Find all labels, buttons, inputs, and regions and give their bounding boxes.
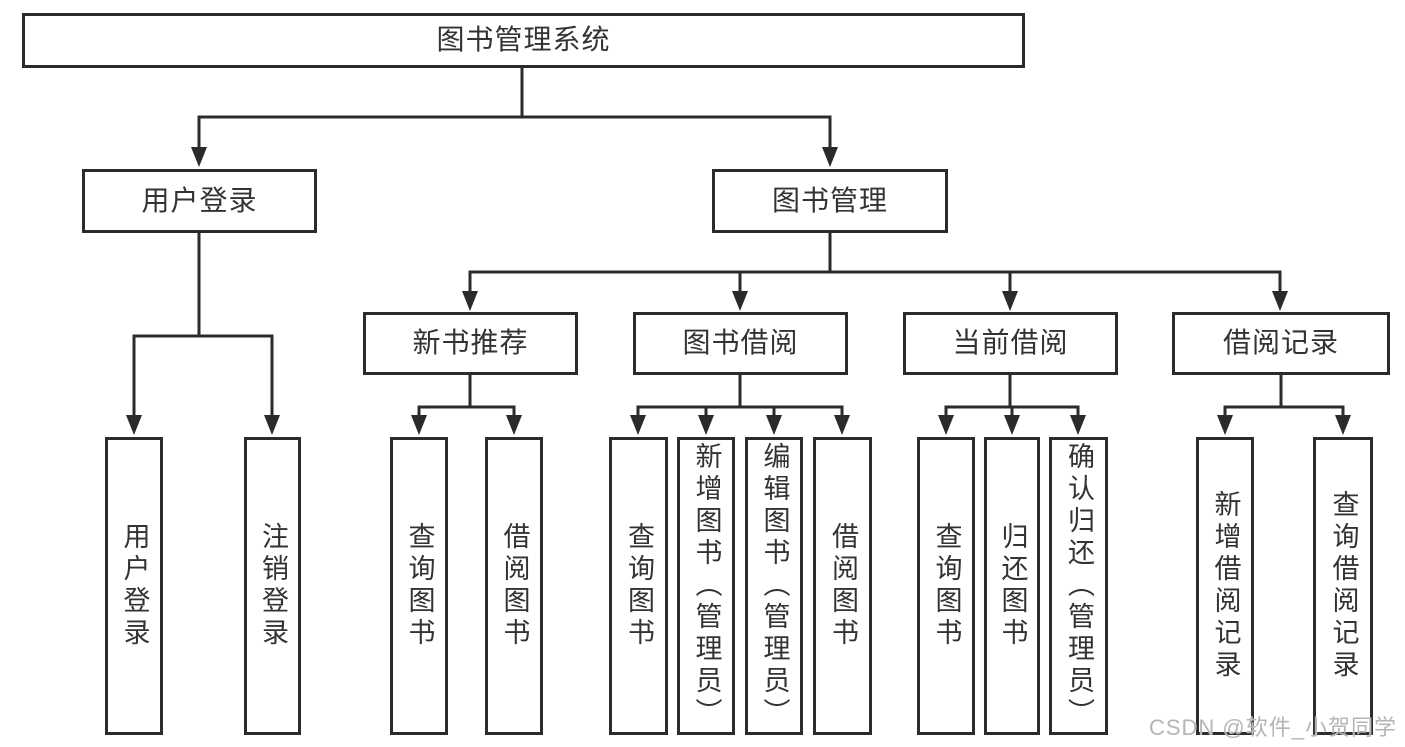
leaf-user-login-label: 用户登录 — [119, 522, 150, 650]
leaf-records-add-borrow-record: 新增借阅记录 — [1196, 437, 1254, 735]
leaf-borrowing-add-books-admin-label: 新增图书（管理员） — [691, 442, 722, 730]
node-book-management: 图书管理 — [712, 169, 948, 233]
leaf-newbook-query-books: 查询图书 — [390, 437, 448, 735]
leaf-current-query-books-label: 查询图书 — [931, 522, 962, 650]
leaf-records-query-borrow-record: 查询借阅记录 — [1313, 437, 1373, 735]
node-root-library-system: 图书管理系统 — [22, 13, 1025, 68]
leaf-current-return-books-label: 归还图书 — [997, 522, 1028, 650]
leaf-borrowing-query-books: 查询图书 — [609, 437, 668, 735]
node-new-book-recommend: 新书推荐 — [363, 312, 578, 375]
arrowheads — [126, 147, 1351, 435]
leaf-logout: 注销登录 — [244, 437, 301, 735]
leaf-borrowing-edit-books-admin: 编辑图书（管理员） — [745, 437, 803, 735]
leaf-current-return-books: 归还图书 — [984, 437, 1040, 735]
tree-edges — [132, 68, 1345, 417]
node-borrowing-records: 借阅记录 — [1172, 312, 1390, 375]
leaf-borrowing-borrow-books-label: 借阅图书 — [828, 522, 858, 650]
leaf-newbook-borrow-books-label: 借阅图书 — [499, 522, 530, 650]
leaf-logout-label: 注销登录 — [258, 522, 288, 650]
leaf-newbook-borrow-books: 借阅图书 — [485, 437, 543, 735]
csdn-watermark: CSDN @软件_小贺同学 — [1148, 715, 1397, 740]
leaf-user-login: 用户登录 — [105, 437, 163, 735]
leaf-records-add-borrow-record-label: 新增借阅记录 — [1210, 490, 1241, 682]
node-current-borrowing: 当前借阅 — [903, 312, 1118, 375]
leaf-current-confirm-return-admin-label: 确认归还（管理员） — [1064, 442, 1094, 730]
leaf-current-confirm-return-admin: 确认归还（管理员） — [1049, 437, 1108, 735]
node-book-borrowing: 图书借阅 — [633, 312, 848, 375]
leaf-borrowing-edit-books-admin-label: 编辑图书（管理员） — [759, 442, 790, 730]
node-user-login: 用户登录 — [82, 169, 317, 233]
leaf-newbook-query-books-label: 查询图书 — [404, 522, 435, 650]
leaf-borrowing-borrow-books: 借阅图书 — [813, 437, 872, 735]
leaf-current-query-books: 查询图书 — [917, 437, 975, 735]
leaf-borrowing-query-books-label: 查询图书 — [624, 522, 654, 650]
leaf-borrowing-add-books-admin: 新增图书（管理员） — [677, 437, 735, 735]
leaf-records-query-borrow-record-label: 查询借阅记录 — [1328, 490, 1359, 682]
